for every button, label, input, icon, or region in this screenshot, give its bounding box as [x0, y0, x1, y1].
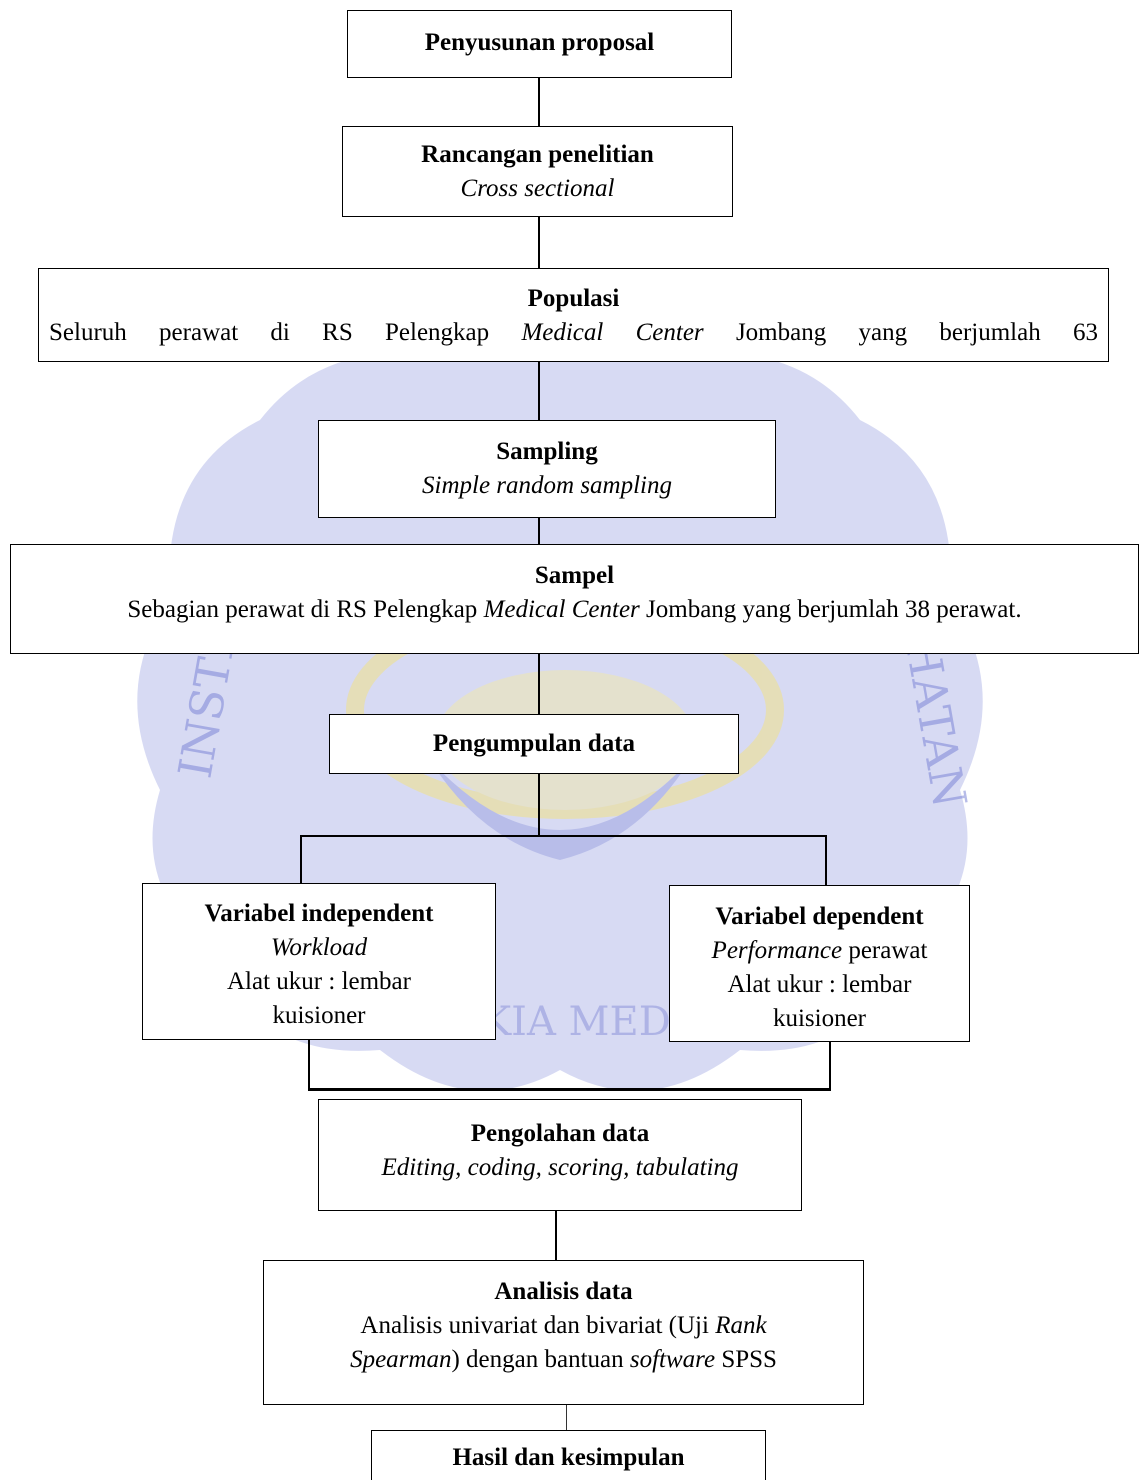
box-hasil-kesimpulan: Hasil dan kesimpulan: [371, 1430, 766, 1480]
analisis-title: Analisis data: [494, 1278, 633, 1305]
pengolahan-subtitle: Editing, coding, scoring, tabulating: [381, 1154, 739, 1181]
independent-instrument-line1: Alat ukur : lembar: [227, 968, 411, 995]
dependent-variable: Performance perawat: [711, 937, 928, 964]
independent-instrument-line2: kuisioner: [272, 1002, 366, 1029]
rancangan-title: Rancangan penelitian: [421, 141, 654, 168]
proposal-title: Penyusunan proposal: [424, 29, 655, 56]
box-analisis-data: Analisis data Analisis univariat dan biv…: [263, 1260, 864, 1405]
hasil-title: Hasil dan kesimpulan: [452, 1444, 685, 1471]
connector-pengolahan-analisis: [555, 1211, 557, 1260]
dependent-title: Variabel dependent: [715, 903, 924, 930]
sampel-text: Sebagian perawat di RS Pelengkap Medical…: [127, 596, 1022, 623]
box-pengumpulan-data: Pengumpulan data: [329, 714, 739, 774]
box-sampel: Sampel Sebagian perawat di RS Pelengkap …: [10, 544, 1139, 654]
sampling-subtitle: Simple random sampling: [422, 472, 672, 499]
connector-populasi-sampling: [538, 362, 540, 420]
box-variabel-independent: Variabel independent Workload Alat ukur …: [142, 883, 496, 1040]
sampel-title: Sampel: [534, 562, 615, 589]
populasi-title: Populasi: [527, 285, 620, 312]
connector-sampling-sampel: [538, 518, 540, 544]
connector-proposal-rancangan: [538, 78, 540, 126]
connector-pengumpulan-split: [538, 774, 540, 836]
dependent-instrument-line1: Alat ukur : lembar: [727, 971, 912, 998]
connector-split-right-drop: [825, 835, 827, 885]
box-rancangan-penelitian: Rancangan penelitian Cross sectional: [342, 126, 733, 217]
populasi-text: Seluruh perawat di RS Pelengkap Medical …: [49, 319, 1098, 346]
analisis-text-line2: Spearman) dengan bantuan software SPSS: [350, 1346, 777, 1373]
box-variabel-dependent: Variabel dependent Performance perawat A…: [669, 885, 970, 1042]
connector-merge-left-rise: [308, 1040, 310, 1089]
box-pengolahan-data: Pengolahan data Editing, coding, scoring…: [318, 1099, 802, 1211]
connector-rancangan-populasi: [538, 217, 540, 268]
sampling-title: Sampling: [496, 438, 598, 465]
dependent-instrument-line2: kuisioner: [772, 1005, 867, 1032]
connector-merge-horizontal: [308, 1088, 831, 1091]
pengolahan-title: Pengolahan data: [470, 1120, 650, 1147]
box-populasi: Populasi Seluruh perawat di RS Pelengkap…: [38, 268, 1109, 362]
pengumpulan-title: Pengumpulan data: [432, 730, 636, 757]
connector-split-horizontal: [301, 835, 826, 837]
independent-variable: Workload: [270, 934, 368, 961]
connector-split-left-drop: [300, 835, 302, 883]
rancangan-subtitle: Cross sectional: [460, 175, 615, 202]
box-penyusunan-proposal: Penyusunan proposal: [347, 10, 732, 78]
connector-sampel-pengumpulan: [538, 654, 540, 714]
analisis-text-line1: Analisis univariat dan bivariat (Uji Ran…: [360, 1312, 767, 1339]
box-sampling: Sampling Simple random sampling: [318, 420, 776, 518]
connector-merge-right-rise: [829, 1042, 831, 1089]
independent-title: Variabel independent: [204, 900, 434, 927]
